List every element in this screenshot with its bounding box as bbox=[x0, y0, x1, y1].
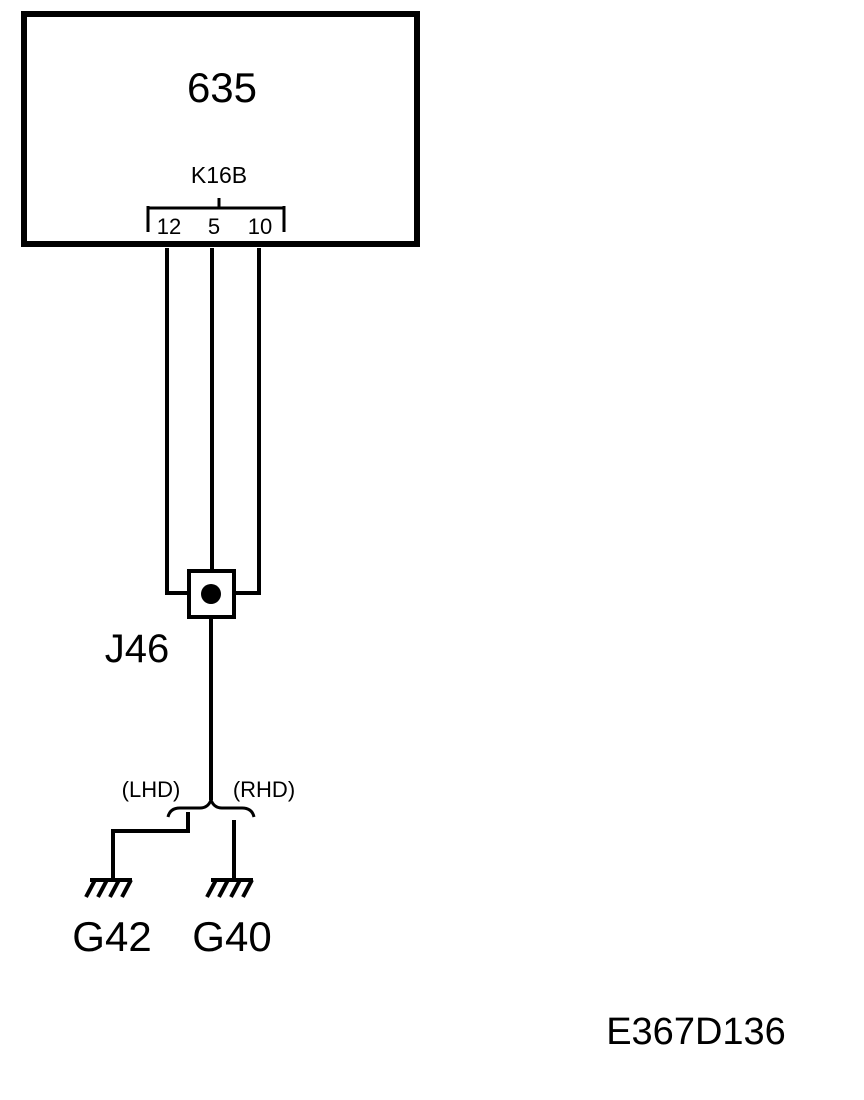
ground-wires bbox=[111, 812, 236, 878]
ground-label-g40: G40 bbox=[192, 913, 271, 960]
splice-dot bbox=[201, 584, 221, 604]
ground-g40-icon bbox=[205, 878, 254, 898]
connector-label: K16B bbox=[191, 162, 247, 188]
wire-pin-10 bbox=[234, 248, 261, 595]
wire-to-g42 bbox=[111, 812, 190, 878]
pin-label-5: 5 bbox=[208, 214, 220, 239]
variant-label-rhd: (RHD) bbox=[233, 777, 295, 802]
wire-pin-12 bbox=[165, 248, 189, 595]
variant-label-lhd: (LHD) bbox=[122, 777, 181, 802]
connector-bracket bbox=[146, 198, 286, 232]
pin-label-12: 12 bbox=[157, 214, 181, 239]
variant-brace bbox=[166, 795, 256, 818]
component-box bbox=[21, 11, 420, 247]
figure-id: E367D136 bbox=[606, 1011, 786, 1053]
splice-label: J46 bbox=[105, 627, 170, 671]
wires bbox=[165, 248, 261, 595]
pin-label-10: 10 bbox=[248, 214, 272, 239]
component-id: 635 bbox=[187, 64, 257, 111]
ground-label-g42: G42 bbox=[72, 913, 151, 960]
ground-g42-icon bbox=[84, 878, 133, 898]
